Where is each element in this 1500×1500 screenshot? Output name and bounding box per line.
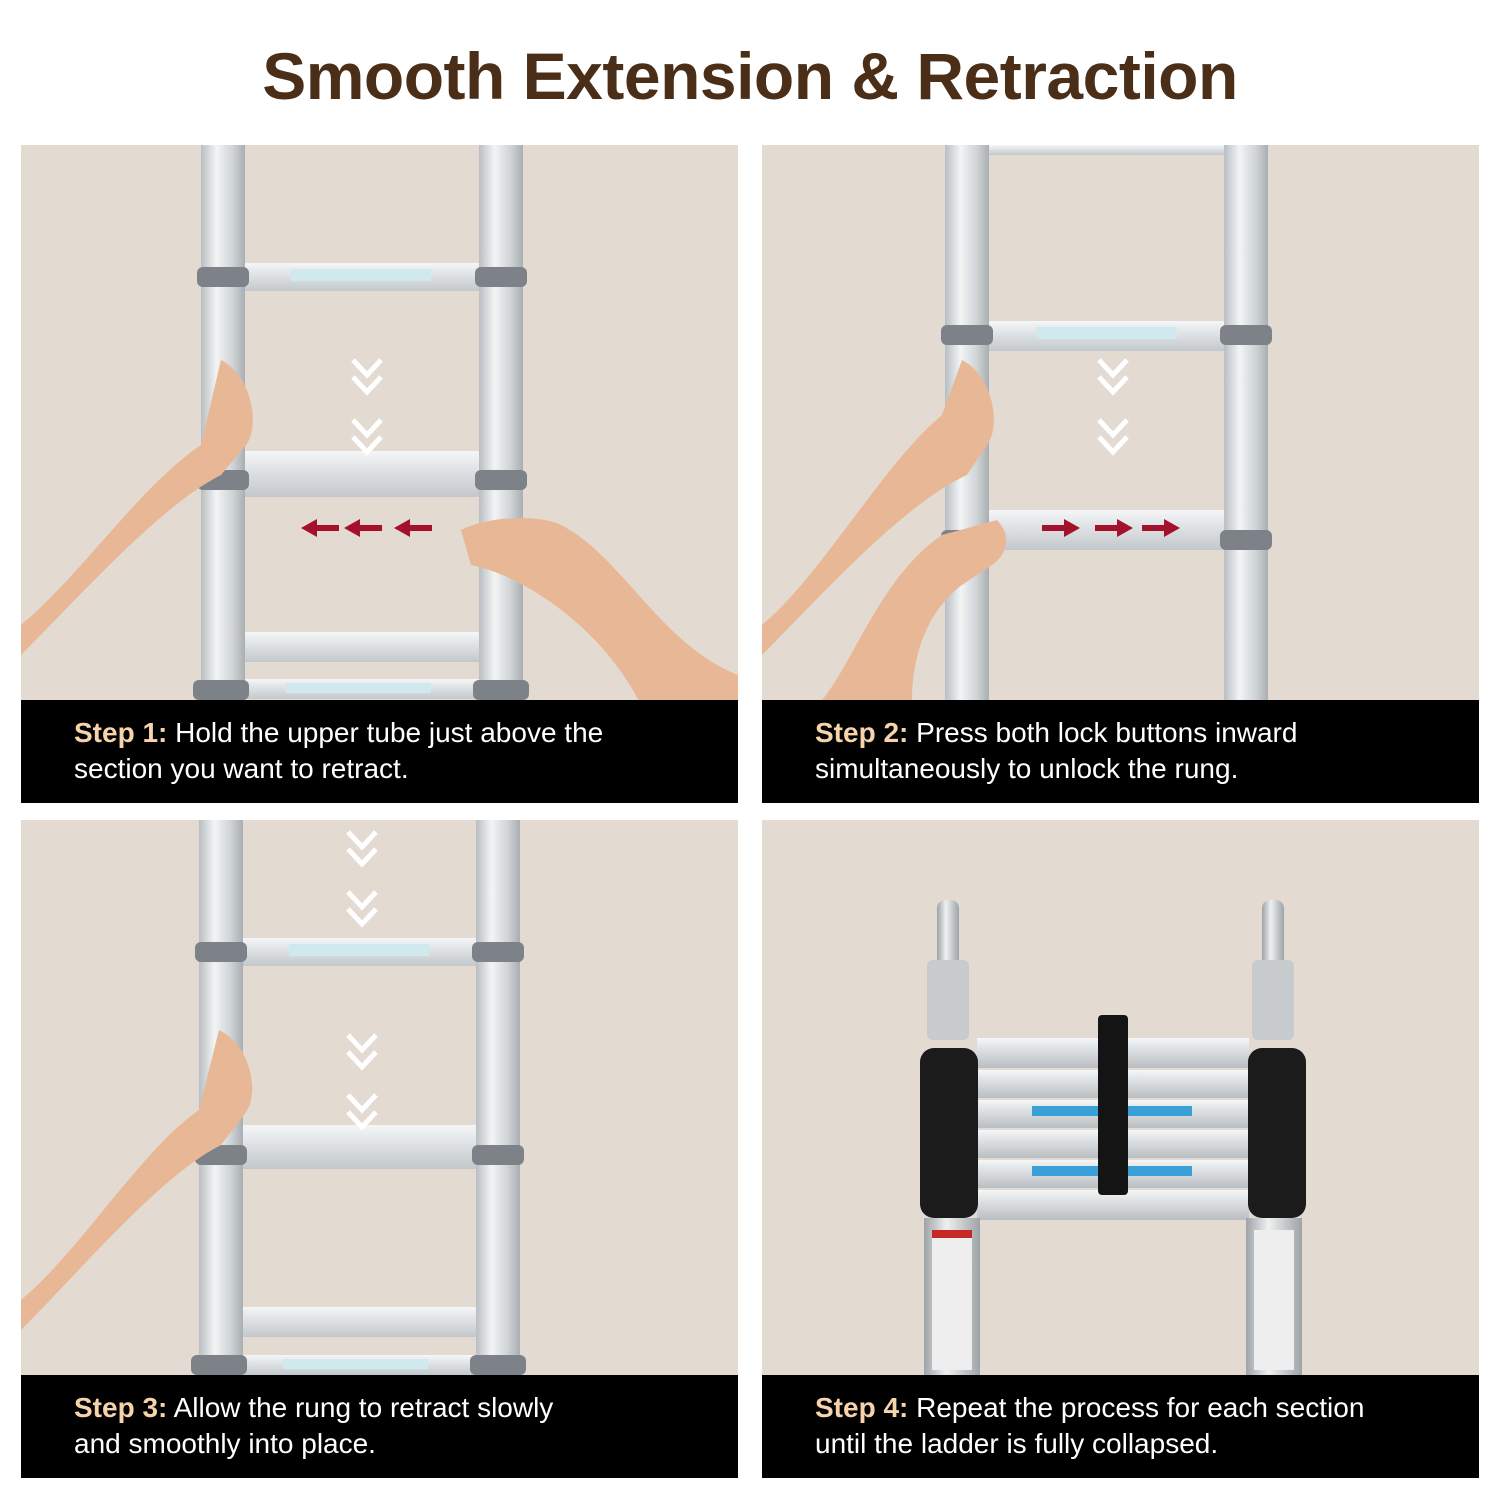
step-2-text-line1: Press both lock buttons inward (916, 717, 1298, 748)
step-1-label: Step 1: (74, 717, 168, 748)
ladder-photo-step-1 (21, 145, 738, 705)
arrow-right-icon (1042, 519, 1180, 537)
chevron-down-icon (346, 830, 378, 1131)
step-3-panel: Step 3: Allow the rung to retract slowly… (21, 820, 738, 1478)
step-2-caption: Step 2: Press both lock buttons inward s… (762, 700, 1479, 803)
arrow-left-icon (301, 519, 432, 537)
step-4-panel: Step 4: Repeat the process for each sect… (762, 820, 1479, 1478)
chevron-down-icon (1097, 358, 1129, 456)
step-1-text-line1: Hold the upper tube just above the (175, 717, 604, 748)
step-3-text-line2: and smoothly into place. (74, 1428, 376, 1459)
page-title: Smooth Extension & Retraction (262, 39, 1238, 113)
collapsed-ladder-photo (920, 900, 1306, 1378)
step-4-text-line1: Repeat the process for each section (916, 1392, 1365, 1423)
step-1-text-line2: section you want to retract. (74, 753, 409, 784)
step-3-caption: Step 3: Allow the rung to retract slowly… (21, 1375, 738, 1478)
step-3-text-line1: Allow the rung to retract slowly (173, 1392, 554, 1423)
step-1-panel: Step 1: Hold the upper tube just above t… (21, 145, 738, 803)
step-1-caption: Step 1: Hold the upper tube just above t… (21, 700, 738, 803)
ladder-photo-step-3 (21, 820, 526, 1375)
step-2-text-line2: simultaneously to unlock the rung. (815, 753, 1239, 784)
step-4-caption: Step 4: Repeat the process for each sect… (762, 1375, 1479, 1478)
chevron-down-icon (351, 358, 383, 456)
step-2-label: Step 2: (815, 717, 909, 748)
step-4-label: Step 4: (815, 1392, 909, 1423)
ladder-photo-step-2 (762, 145, 1272, 700)
step-2-panel: Step 2: Press both lock buttons inward s… (762, 145, 1479, 803)
step-3-label: Step 3: (74, 1392, 168, 1423)
step-4-text-line2: until the ladder is fully collapsed. (815, 1428, 1219, 1459)
